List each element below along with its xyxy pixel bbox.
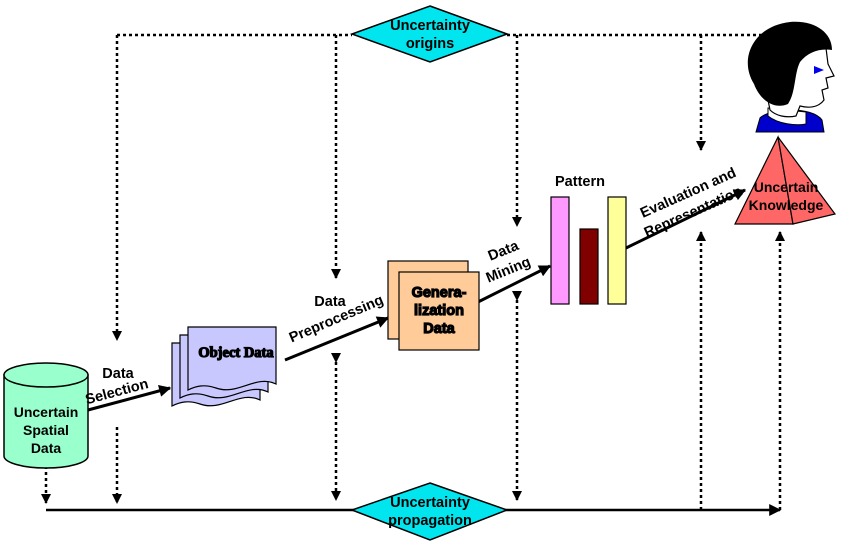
pattern-label: Pattern <box>555 174 605 190</box>
origins-line2: origins <box>406 36 454 52</box>
object-data-label: Object Data <box>198 345 274 361</box>
pattern-bars <box>550 196 627 305</box>
spatial-data-cylinder: Uncertain Spatial Data <box>3 362 89 469</box>
spatial-line1: Uncertain <box>14 404 79 420</box>
svg-text:Data: Data <box>314 294 346 310</box>
knowledge-pyramid: Uncertain Knowledge <box>734 135 837 225</box>
uncertainty-propagation-node: Uncertainty propagation <box>349 482 510 541</box>
spatial-line2: Spatial <box>23 422 69 438</box>
person-head-icon <box>747 21 835 133</box>
generalization-data-boxes: Genera- lization Data <box>387 260 480 351</box>
spatial-line3: Data <box>31 440 62 456</box>
generalization-line2: lization <box>414 303 464 319</box>
generalization-line1: Genera- <box>412 285 467 301</box>
knowledge-line2: Knowledge <box>749 197 824 213</box>
uncertainty-origins-node: Uncertainty origins <box>349 5 510 63</box>
step-label-evaluation: Evaluation and Representation <box>638 165 745 241</box>
propagation-line1: Uncertainty <box>390 495 470 511</box>
propagation-line2: propagation <box>388 513 472 529</box>
object-data-documents: Object Data <box>171 326 277 407</box>
origins-line1: Uncertainty <box>390 18 470 34</box>
svg-text:Data: Data <box>102 366 134 382</box>
knowledge-line1: Uncertain <box>754 179 819 195</box>
process-flow-arrows <box>87 188 747 412</box>
generalization-line3: Data <box>423 321 455 337</box>
